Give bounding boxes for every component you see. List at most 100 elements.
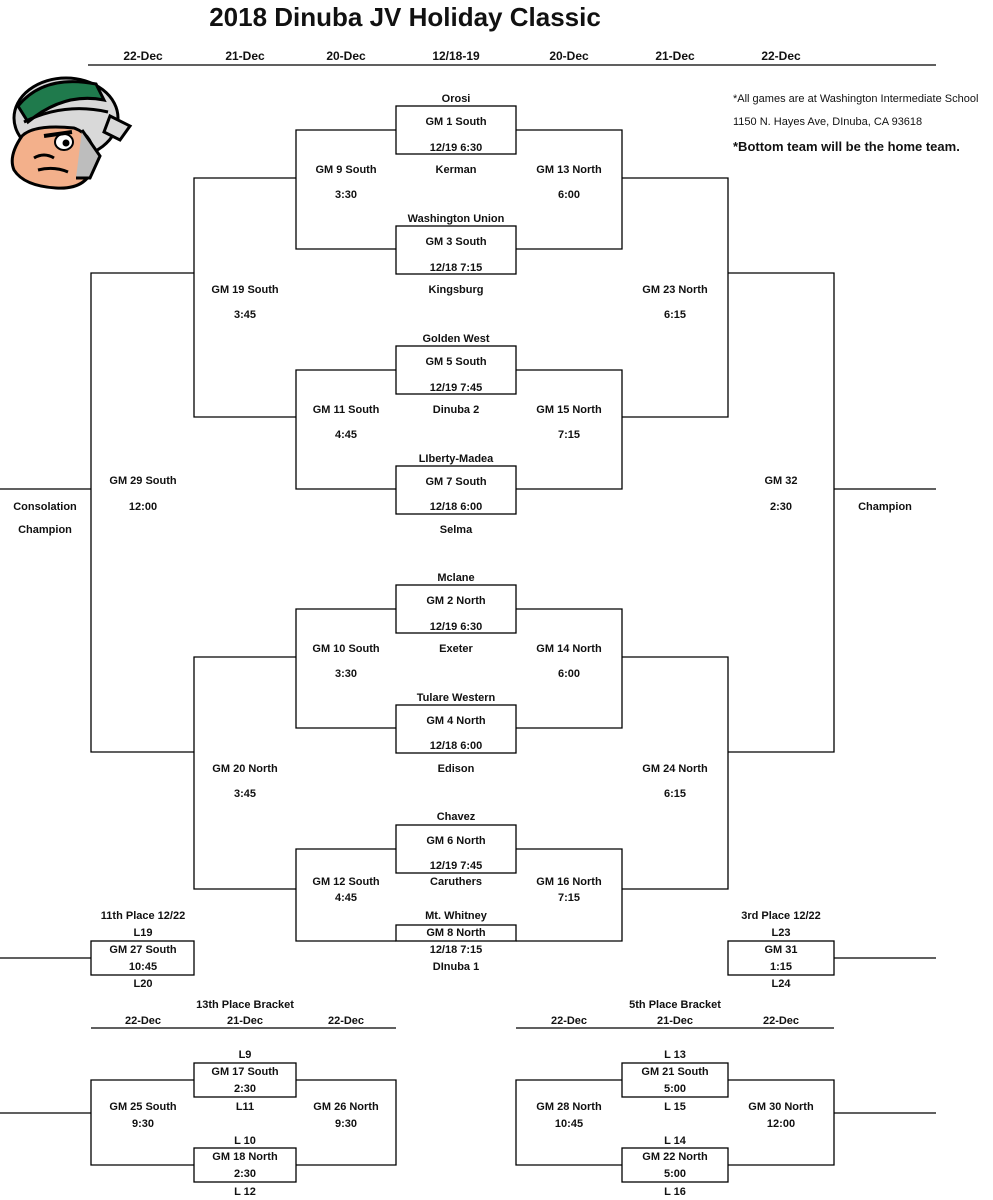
game-time: 3:30 <box>334 189 358 201</box>
team-label: L20 <box>133 978 153 990</box>
team-label: Mt. Whitney <box>425 910 487 922</box>
game-time: 3:30 <box>334 668 358 680</box>
team-label: L19 <box>133 927 153 939</box>
game-time: 7:15 <box>557 429 581 441</box>
team-label: L 10 <box>234 1135 256 1147</box>
note-location: *All games are at Washington Intermediat… <box>733 93 979 105</box>
game-label: GM 14 North <box>536 643 602 655</box>
game-time: 7:15 <box>557 892 581 904</box>
game-label: GM 10 South <box>312 643 380 655</box>
game-time: 3:45 <box>233 788 257 800</box>
date-header: 21-Dec <box>225 49 265 63</box>
team-label: Washington Union <box>407 213 505 225</box>
game-label: GM 12 South <box>312 876 380 888</box>
team-label: Edison <box>437 763 475 775</box>
game-label: GM 7 South <box>425 476 487 488</box>
game-time: 4:45 <box>334 429 358 441</box>
date-header: 22-Dec <box>327 1015 365 1027</box>
game-time: 12/18 6:00 <box>429 501 483 513</box>
bracket-title: 11th Place 12/22 <box>100 910 186 922</box>
team-label: L23 <box>771 927 791 939</box>
game-label: GM 19 South <box>211 284 279 296</box>
game-label: GM 18 North <box>212 1151 278 1163</box>
page-title: 2018 Dinuba JV Holiday Classic <box>209 2 601 32</box>
game-label: GM 13 North <box>536 164 602 176</box>
game-time: 12/19 6:30 <box>429 142 483 154</box>
game-label: GM 25 South <box>109 1101 177 1113</box>
date-header: 22-Dec <box>550 1015 588 1027</box>
game-time: 9:30 <box>131 1118 155 1130</box>
date-header: 22-Dec <box>124 1015 162 1027</box>
game-time: 5:00 <box>663 1168 687 1180</box>
game-time: 12/18 6:00 <box>429 740 483 752</box>
game-time: 4:45 <box>334 892 358 904</box>
team-label: Selma <box>439 524 473 536</box>
date-header: 21-Dec <box>656 1015 694 1027</box>
team-label: L 16 <box>664 1186 686 1198</box>
date-header: 21-Dec <box>655 49 695 63</box>
game-time: 12/18 7:15 <box>429 944 483 956</box>
game-label: GM 26 North <box>313 1101 379 1113</box>
game-label: GM 22 North <box>642 1151 708 1163</box>
consolation-result-label: Consolation <box>13 501 77 513</box>
team-label: Caruthers <box>430 876 482 888</box>
date-header: 22-Dec <box>123 49 163 63</box>
date-header: 22-Dec <box>761 49 801 63</box>
game-time: 1:15 <box>769 961 793 973</box>
team-label: L 12 <box>234 1186 256 1198</box>
note-address: 1150 N. Hayes Ave, DInuba, CA 93618 <box>733 116 923 128</box>
game-time: 12/19 7:45 <box>429 860 483 872</box>
game-time: 2:30 <box>233 1168 257 1180</box>
game-label: GM 9 South <box>315 164 377 176</box>
bracket-title: 5th Place Bracket <box>629 999 721 1011</box>
date-header: 22-Dec <box>762 1015 800 1027</box>
game-time: 12/19 6:30 <box>429 621 483 633</box>
team-label: Mclane <box>437 572 475 584</box>
game-time: 12/19 7:45 <box>429 382 483 394</box>
game-label: GM 2 North <box>426 595 486 607</box>
game-label: GM 6 North <box>426 835 486 847</box>
game-time: 2:30 <box>233 1083 257 1095</box>
team-label: L24 <box>771 978 791 990</box>
spartan-mascot-logo <box>10 76 133 190</box>
game-time: 2:30 <box>769 501 793 513</box>
team-label: Golden West <box>422 333 490 345</box>
game-time: 6:15 <box>663 788 687 800</box>
team-label: L9 <box>238 1049 252 1061</box>
team-label: L11 <box>235 1101 255 1113</box>
game-time: 10:45 <box>554 1118 584 1130</box>
date-header: 21-Dec <box>226 1015 264 1027</box>
champion-label: Champion <box>858 501 912 513</box>
game-label: GM 31 <box>764 944 798 956</box>
game-label: GM 29 South <box>109 475 177 487</box>
team-label: LIberty-Madea <box>418 453 494 465</box>
game-time: 6:00 <box>557 668 581 680</box>
team-label: Orosi <box>441 93 471 105</box>
team-label: L 14 <box>664 1135 686 1147</box>
team-label: Kingsburg <box>428 284 484 296</box>
team-label: L 15 <box>664 1101 686 1113</box>
game-label: GM 27 South <box>109 944 177 956</box>
date-header: 20-Dec <box>326 49 366 63</box>
team-label: DInuba 1 <box>432 961 480 973</box>
bracket-title: 13th Place Bracket <box>196 999 294 1011</box>
game-label: GM 11 South <box>312 404 380 416</box>
game-time: 6:00 <box>557 189 581 201</box>
game-time: 12/18 7:15 <box>429 262 483 274</box>
team-label: Kerman <box>435 164 477 176</box>
game-label: GM 24 North <box>642 763 708 775</box>
date-header: 12/18-19 <box>432 49 480 63</box>
game-label: GM 23 North <box>642 284 708 296</box>
team-label: Exeter <box>439 643 473 655</box>
note-home-team: *Bottom team will be the home team. <box>733 139 960 154</box>
team-label: Tulare Western <box>416 692 496 704</box>
game-time: 12:00 <box>766 1118 796 1130</box>
game-label: GM 20 North <box>212 763 278 775</box>
game-label: GM 16 North <box>536 876 602 888</box>
bracket-title: 3rd Place 12/22 <box>741 910 821 922</box>
game-label: GM 17 South <box>211 1066 279 1078</box>
game-label: GM 21 South <box>641 1066 709 1078</box>
team-label: Chavez <box>436 811 476 823</box>
game-time: 9:30 <box>334 1118 358 1130</box>
